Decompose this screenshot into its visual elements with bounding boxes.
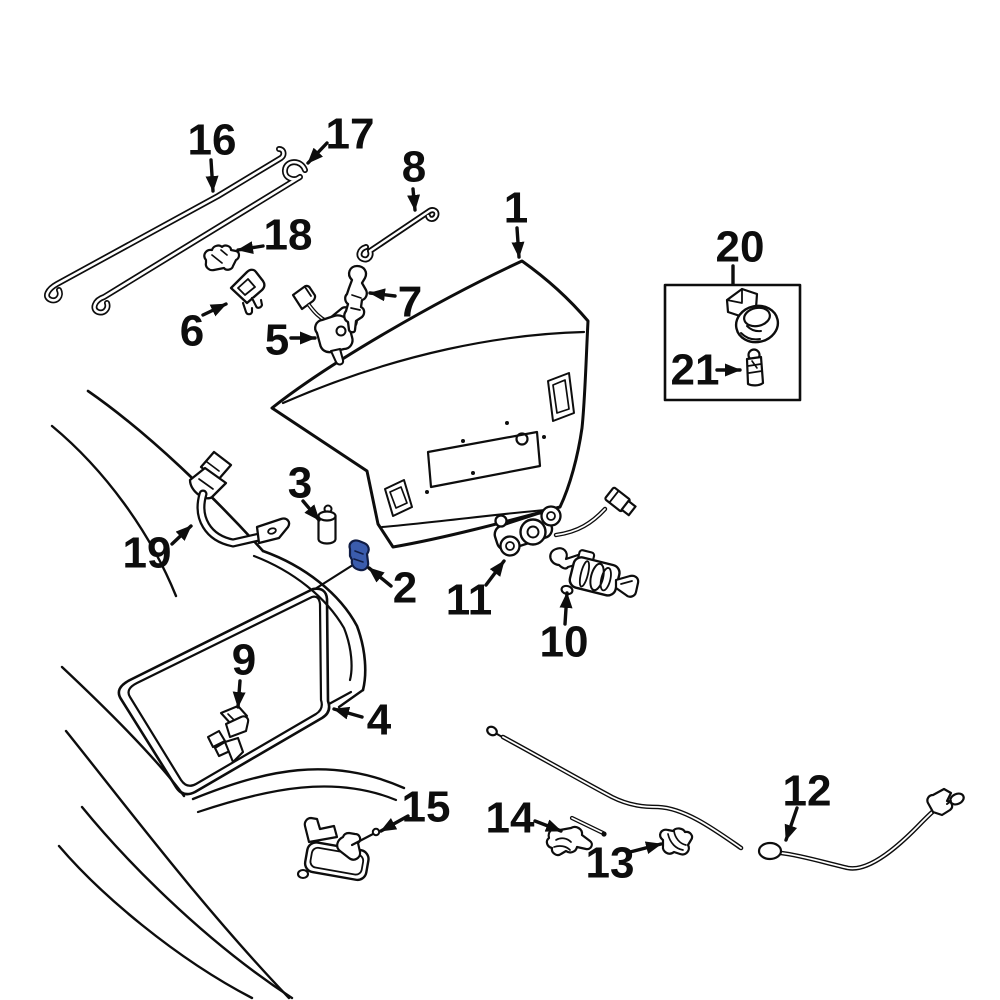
part-8-rod xyxy=(356,207,440,263)
callout-number-2: 2 xyxy=(393,564,417,613)
callout-number-4: 4 xyxy=(367,696,392,745)
callout-number-1: 1 xyxy=(504,184,528,233)
callout-3: 3 xyxy=(288,459,321,522)
callout-20: 20 xyxy=(716,223,765,286)
callout-number-15: 15 xyxy=(402,783,451,832)
part-16-torsion-bar xyxy=(44,146,287,304)
callout-number-9: 9 xyxy=(232,636,256,685)
callout-8: 8 xyxy=(402,143,426,212)
part-9-striker xyxy=(206,704,250,764)
part-14-clip xyxy=(545,815,607,857)
part-21-bulb xyxy=(745,348,765,387)
callout-arrow-12 xyxy=(784,806,799,842)
callout-1: 1 xyxy=(504,184,528,259)
callout-arrow-16 xyxy=(205,158,219,193)
callout-16: 16 xyxy=(188,116,237,193)
callout-arrow-19 xyxy=(170,524,193,546)
part-12-release-cable xyxy=(486,725,965,871)
license-plate-recess xyxy=(426,430,542,489)
callout-2: 2 xyxy=(367,564,417,613)
callout-17: 17 xyxy=(306,110,375,165)
part-1-trunk-lid xyxy=(270,259,590,549)
callout-9: 9 xyxy=(232,636,256,709)
callout-number-5: 5 xyxy=(265,316,289,365)
callout-10: 10 xyxy=(540,591,589,667)
part-20-lock-bezel xyxy=(725,287,780,344)
callout-arrow-1 xyxy=(511,226,525,259)
cable-grommet-loop xyxy=(757,841,783,861)
callout-13: 13 xyxy=(586,839,663,888)
callout-number-11: 11 xyxy=(446,576,493,625)
callout-arrow-7 xyxy=(368,288,397,302)
callout-11: 11 xyxy=(446,559,506,625)
callout-number-6: 6 xyxy=(180,307,204,356)
callout-arrow-13 xyxy=(628,841,663,855)
callout-number-21: 21 xyxy=(671,346,720,395)
callout-6: 6 xyxy=(180,302,228,356)
callout-arrow-18 xyxy=(236,241,265,255)
callout-number-18: 18 xyxy=(264,211,313,260)
callout-18: 18 xyxy=(236,211,313,260)
callout-arrow-8 xyxy=(407,187,421,212)
part-7-lever xyxy=(343,264,368,334)
callout-21: 21 xyxy=(671,346,742,395)
callout-15: 15 xyxy=(379,783,451,833)
part-2-grommet-highlighted xyxy=(348,539,370,572)
callout-arrow-9 xyxy=(232,679,246,709)
weatherstrip-inner xyxy=(127,595,323,787)
callout-number-20: 20 xyxy=(716,223,765,272)
callout-number-14: 14 xyxy=(486,794,535,843)
callout-number-10: 10 xyxy=(540,618,589,667)
callout-number-16: 16 xyxy=(188,116,237,165)
callout-19: 19 xyxy=(123,524,193,578)
callout-arrow-2 xyxy=(367,566,393,588)
callout-7: 7 xyxy=(368,278,422,327)
callout-arrow-15 xyxy=(379,814,410,833)
callout-arrow-10 xyxy=(559,591,573,626)
callout-arrow-17 xyxy=(306,141,329,165)
callout-12: 12 xyxy=(783,767,832,842)
callout-4: 4 xyxy=(332,696,392,745)
callout-arrow-6 xyxy=(201,302,228,317)
callout-5: 5 xyxy=(265,316,317,365)
callout-arrow-11 xyxy=(484,559,506,587)
callout-number-7: 7 xyxy=(398,278,422,327)
lock-hole xyxy=(515,432,529,446)
callout-14: 14 xyxy=(486,794,563,843)
inset-box-20 xyxy=(663,283,802,402)
callout-number-13: 13 xyxy=(586,839,635,888)
callout-number-3: 3 xyxy=(288,459,312,508)
car-body xyxy=(50,389,406,1000)
part-3-bushing xyxy=(317,504,337,545)
callout-number-12: 12 xyxy=(783,767,832,816)
callout-arrow-14 xyxy=(533,819,563,833)
part-11-actuator xyxy=(493,486,637,557)
part-10-lock-cylinder xyxy=(549,547,640,598)
part-17-torsion-bar xyxy=(91,159,308,316)
part-18-clip xyxy=(203,244,241,272)
weatherstrip-outer xyxy=(117,587,331,796)
callout-arrow-4 xyxy=(332,706,364,720)
part-6-clip xyxy=(229,268,266,316)
callout-number-17: 17 xyxy=(326,110,375,159)
part-13-clip xyxy=(659,827,694,856)
part-19-hinge xyxy=(188,450,291,548)
callout-number-19: 19 xyxy=(123,529,172,578)
part-15-lock-solenoid xyxy=(296,816,381,882)
callout-number-8: 8 xyxy=(402,143,426,192)
callout-arrow-3 xyxy=(301,499,321,522)
part-5-actuator xyxy=(291,284,358,366)
